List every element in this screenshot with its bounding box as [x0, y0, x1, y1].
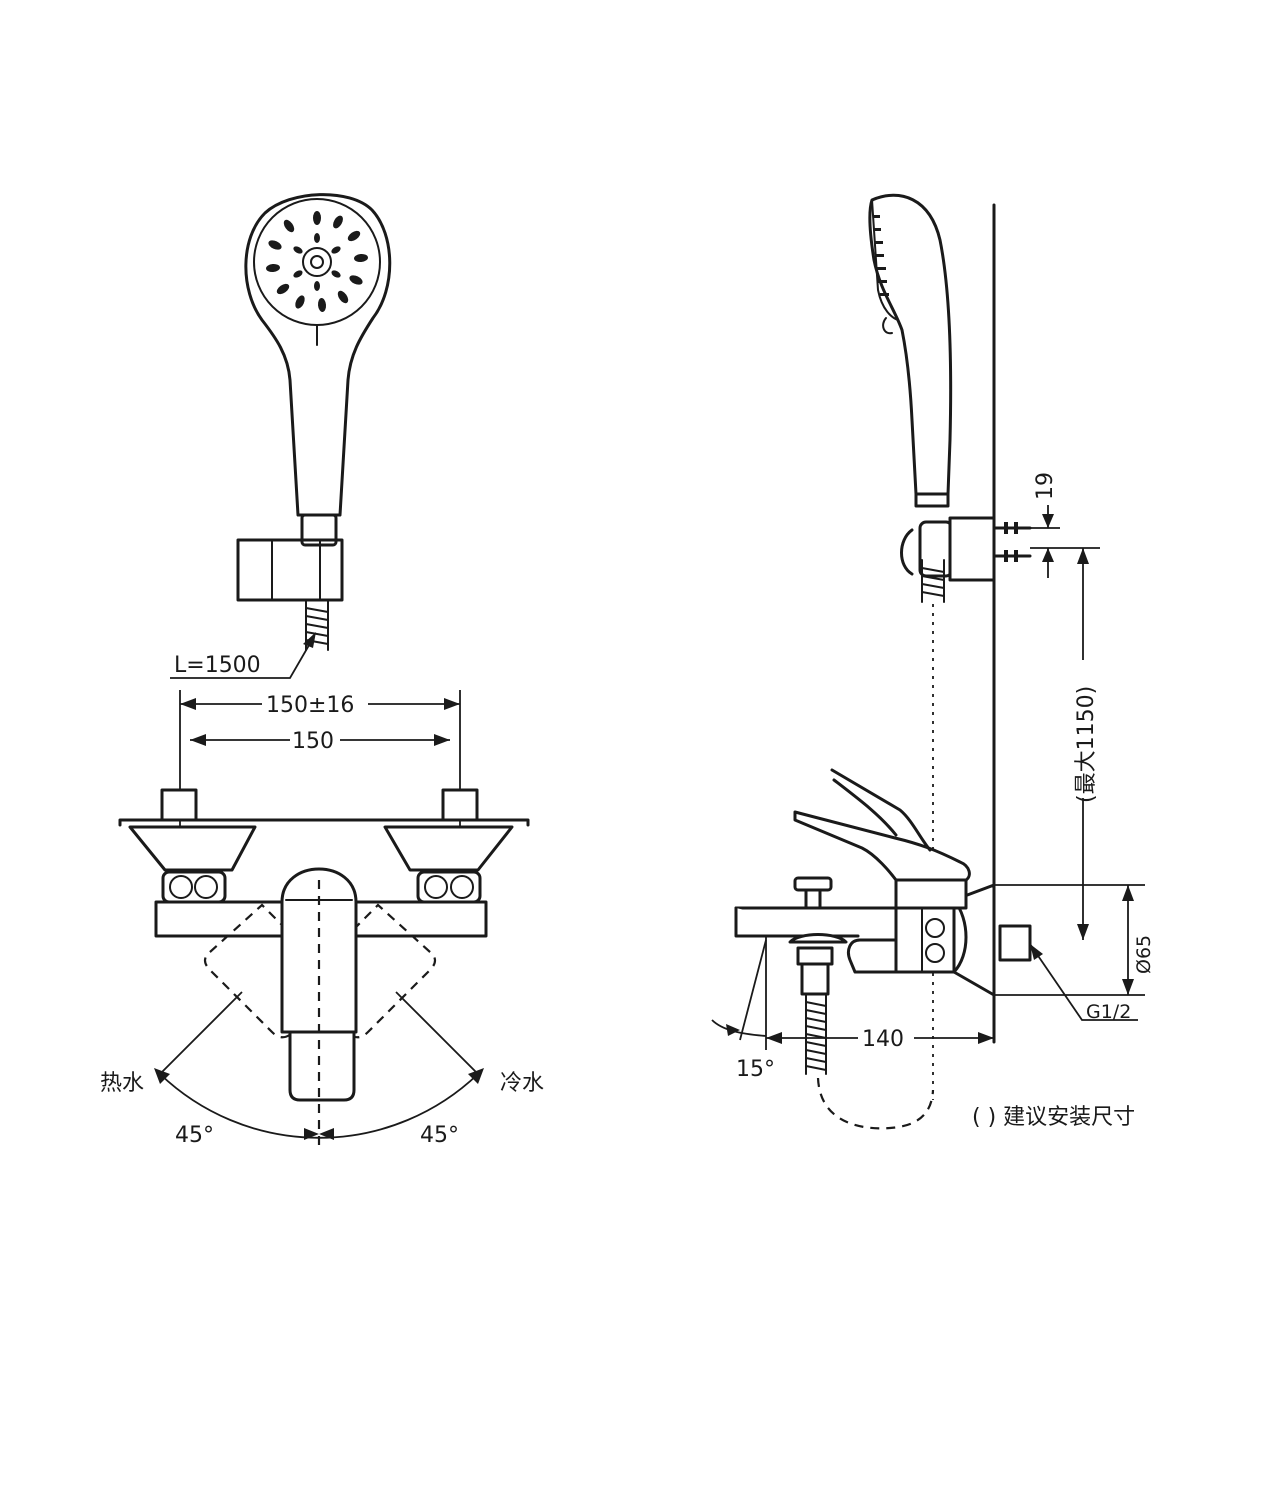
dim-bracket-offset: 19 — [1033, 472, 1058, 500]
dim-spout-angle: 15° — [736, 1057, 775, 1082]
front-mixer-body: 150±16 150 — [100, 688, 544, 1148]
dim-thread: G1/2 — [1086, 1001, 1131, 1023]
side-nozzles — [874, 215, 889, 296]
dim-center-distance: 150 — [292, 729, 334, 754]
cold-water-label: 冷水 — [500, 1071, 544, 1096]
front-hand-shower: L=1500 — [170, 193, 392, 679]
dim-center-distance-range: 150±16 — [266, 693, 354, 718]
angle-right-label: 45° — [420, 1123, 459, 1148]
dim-spout-depth: 140 — [862, 1027, 904, 1052]
hot-water-label: 热水 — [100, 1071, 144, 1096]
dim-max-height: (最大1150) — [1074, 686, 1099, 803]
dim-body-diameter: Ø65 — [1133, 935, 1155, 974]
hose-length-label: L=1500 — [174, 653, 261, 678]
nozzle-pattern — [266, 211, 368, 312]
side-view: 19 (最大1150) — [711, 193, 1155, 1130]
legend-note: ( ) 建议安装尺寸 — [972, 1105, 1135, 1130]
angle-left-label: 45° — [175, 1123, 214, 1148]
